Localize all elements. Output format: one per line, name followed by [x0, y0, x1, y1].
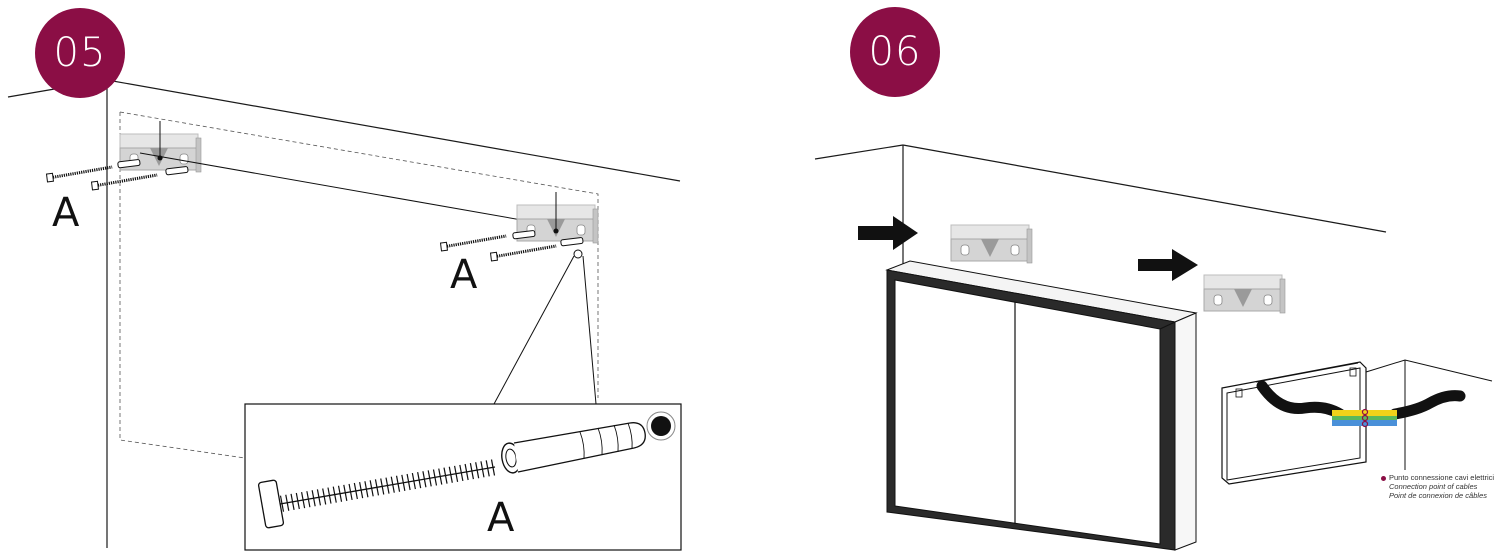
- step05-label-a-detail: A: [487, 495, 515, 541]
- step05-label-a-left: A: [52, 190, 80, 236]
- step06-wall: [814, 144, 1387, 264]
- step06-cable-detail: [1221, 359, 1493, 485]
- step-badge-05: 05: [35, 8, 125, 98]
- step05-screw-right-1: [439, 233, 509, 253]
- step05-detail-box: [244, 403, 682, 551]
- step05-screw-right-2: [489, 243, 559, 263]
- step05-outline: [119, 111, 599, 459]
- connection-point-icon: [1381, 475, 1386, 481]
- step05-label-a-right: A: [450, 252, 478, 298]
- arrow-right-icon: [1138, 249, 1198, 281]
- legend-line-2: Connection point of cables: [1389, 482, 1478, 491]
- step06-legend: Punto connessione cavi elettrici Connect…: [1381, 473, 1494, 500]
- arrow-right-icon: [858, 216, 918, 250]
- wall-bracket-icon: [950, 224, 1033, 264]
- wall-bracket-icon: [1203, 274, 1286, 314]
- step05-detail-screw: [257, 459, 496, 529]
- step05-detail-hole: [646, 411, 676, 441]
- step05-screw-left-2: [90, 172, 160, 192]
- step05-zoom-lines: [493, 255, 597, 405]
- step06-cabinet: [885, 260, 1198, 551]
- legend-line-1: Punto connessione cavi elettrici: [1381, 473, 1494, 482]
- step05-detail-plug: [501, 422, 646, 474]
- step05-screw-left-1: [45, 164, 115, 184]
- step-badge-06: 06: [850, 7, 940, 97]
- legend-line-3: Point de connexion de câbles: [1389, 491, 1487, 500]
